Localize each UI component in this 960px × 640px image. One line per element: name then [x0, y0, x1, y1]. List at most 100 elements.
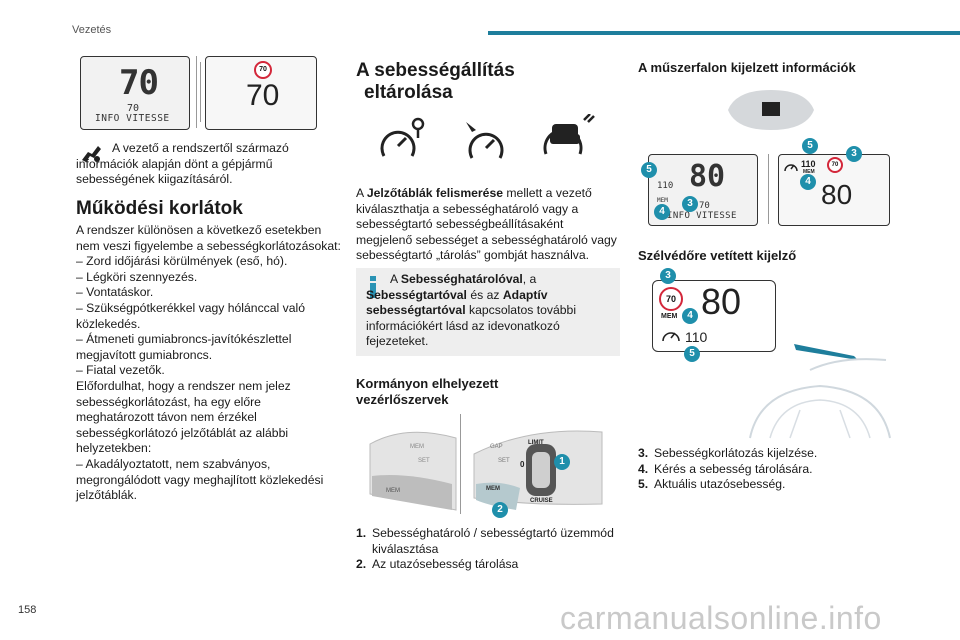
- limits-text: A rendszer különösen a következő esetekb…: [76, 223, 346, 504]
- list-text: Aktuális utazósebesség.: [654, 477, 786, 492]
- info-bold: Sebességtartóval: [366, 287, 467, 302]
- cluster-right-small: 110: [801, 159, 816, 169]
- limits-item: – Zord időjárási körülmények (eső, hó).: [76, 254, 288, 269]
- divider: [196, 56, 197, 128]
- list-item: 3. Sebességkorlátozás kijelzése.: [638, 446, 898, 462]
- list-number: 1.: [356, 526, 367, 540]
- store-heading-line1: A sebességállítás: [356, 60, 515, 81]
- stalk-left-image: MEM SET MEM: [366, 414, 458, 514]
- cluster-left-small: 110: [657, 181, 674, 191]
- controls-heading-line1: Kormányon elhelyezett: [356, 376, 499, 391]
- cluster-small-text: INFO VITESSE: [95, 113, 170, 124]
- hud-display: 70 80 MEM 110: [652, 280, 776, 352]
- hud-small: 110: [685, 329, 708, 345]
- info-part: és az: [466, 287, 503, 302]
- cluster-left-mem: MEM: [657, 197, 668, 204]
- cluster-display-image: 70 70 INFO VITESSE: [80, 56, 190, 130]
- stalk-cruise-label: CRUISE: [530, 498, 553, 504]
- hud-speed: 80: [701, 281, 742, 322]
- list-number: 3.: [638, 446, 649, 460]
- cluster-right-mem: MEM: [803, 169, 815, 175]
- callout-1: 1: [554, 454, 570, 470]
- callout-4: 4: [800, 174, 816, 190]
- store-heading: A sebességállítás eltárolása: [356, 60, 616, 104]
- hud-list: 3. Sebességkorlátozás kijelzése. 4.Kérés …: [638, 446, 898, 493]
- stalk-gap-label: GAP: [490, 444, 503, 450]
- limits-item: – Szükségpótkerékkel vagy hólánccal való…: [76, 300, 305, 331]
- list-item: 1. Sebességhatároló / sebességtartó üzemm…: [356, 526, 620, 557]
- cluster-heading: A műszerfalon kijelzett információk: [638, 60, 856, 75]
- para-prefix: A: [356, 186, 367, 200]
- para-rest: mellett a vezető kiválaszthatja a sebess…: [356, 186, 617, 263]
- info-icon: [370, 276, 376, 298]
- divider: [460, 414, 461, 514]
- limits-heading: Működési korlátok: [76, 198, 243, 219]
- cluster-right-sign: 70: [827, 157, 843, 173]
- hud-heading: Szélvédőre vetített kijelző: [638, 248, 797, 263]
- limits-tail-item: – Akadályoztatott, nem szabványos, megro…: [76, 456, 324, 503]
- list-item: 2. Az utazósebesség tárolása: [356, 557, 620, 573]
- cluster-left-small2: 70: [699, 201, 710, 211]
- cluster-speed: 70: [119, 63, 159, 103]
- list-item: 4.Kérés a sebesség tárolására.: [638, 462, 898, 478]
- limiter-icon: [378, 116, 428, 162]
- list-text: Kérés a sebesség tárolására.: [654, 461, 813, 476]
- instrument-panel-icon: [726, 88, 816, 132]
- info-bold: Adaptív sebességtartóval: [366, 287, 548, 318]
- hud-display-image: 70 70: [205, 56, 317, 130]
- store-heading-line2: eltárolása: [364, 82, 453, 103]
- cluster-left-text: INFO VITESSE: [667, 211, 737, 221]
- speedometer-icon: [783, 159, 799, 173]
- divider: [200, 62, 201, 122]
- hud-mem: MEM: [661, 313, 678, 320]
- stalk-set-label: SET: [498, 458, 510, 464]
- limits-tail: Előfordulhat, hogy a rendszer nem jelez …: [76, 378, 291, 456]
- hud-speed: 70: [246, 79, 280, 112]
- car-interior-sketch: [690, 330, 900, 440]
- page-number: 158: [18, 604, 37, 616]
- controls-heading-line2: vezérlőszervek: [356, 392, 449, 407]
- para-bold: Jelzőtáblák felismerése: [366, 186, 504, 200]
- speedometer-icon: [661, 325, 681, 343]
- divider: [768, 154, 769, 224]
- info-part: , a: [522, 272, 537, 286]
- stalk-mem-label: MEM: [486, 486, 500, 492]
- cluster-right-speed: 80: [821, 179, 853, 210]
- list-item: 5. Aktuális utazósebesség.: [638, 477, 898, 493]
- controls-list: 1. Sebességhatároló / sebességtartó üzemm…: [356, 526, 620, 573]
- watermark: carmanualsonline.info: [560, 600, 882, 636]
- limits-item: – Légköri szennyezés.: [76, 269, 198, 284]
- driver-hand-icon: [78, 140, 104, 166]
- info-part: A: [390, 272, 401, 286]
- store-paragraph: A Jelzőtáblák felismerése mellett a veze…: [356, 186, 620, 264]
- limits-item: – Fiatal vezetők.: [76, 363, 165, 378]
- stalk-limit-label: LIMIT: [528, 440, 544, 446]
- list-number: 2.: [356, 557, 367, 572]
- list-text: Sebességhatároló / sebességtartó üzemmód…: [372, 526, 614, 556]
- cruise-icon: [462, 116, 512, 162]
- hud-sign: 70: [659, 287, 683, 311]
- limits-intro: A rendszer különösen a következő esetekb…: [76, 223, 341, 253]
- section-title: Vezetés: [72, 24, 112, 36]
- limits-item: – Átmeneti gumiabroncs-javítókészlettel …: [76, 332, 292, 362]
- callout-3: 3: [682, 196, 698, 212]
- limits-item: – Vontatáskor.: [76, 285, 154, 300]
- callout-5: 5: [641, 162, 657, 178]
- info-bold: Sebességhatárolóval: [400, 272, 523, 286]
- list-number: 5.: [638, 477, 649, 492]
- callout-5: 5: [684, 346, 700, 362]
- list-text: Az utazósebesség tárolása: [372, 557, 519, 572]
- stalk-set-label: SET: [418, 458, 430, 464]
- stalk-mem-label-bottom: MEM: [386, 488, 400, 494]
- stalk-right-image: GAP LIMIT 0 CRUISE SET MEM 1 2: [470, 414, 610, 518]
- adaptive-cruise-icon: [540, 113, 596, 164]
- info-text: A Sebességhatárolóval, a Sebességtartóva…: [366, 272, 614, 350]
- cluster-small-value: 70: [127, 103, 140, 114]
- driver-note: A vezető a rendszertől származó informác…: [76, 141, 289, 187]
- info-box: A Sebességhatárolóval, a Sebességtartóva…: [356, 268, 620, 356]
- callout-4: 4: [654, 204, 670, 220]
- list-text: Sebességkorlátozás kijelzése.: [654, 446, 818, 460]
- cluster-left-speed: 80: [689, 159, 726, 194]
- header-bar: [488, 31, 960, 35]
- stalk-zero-label: 0: [520, 460, 525, 469]
